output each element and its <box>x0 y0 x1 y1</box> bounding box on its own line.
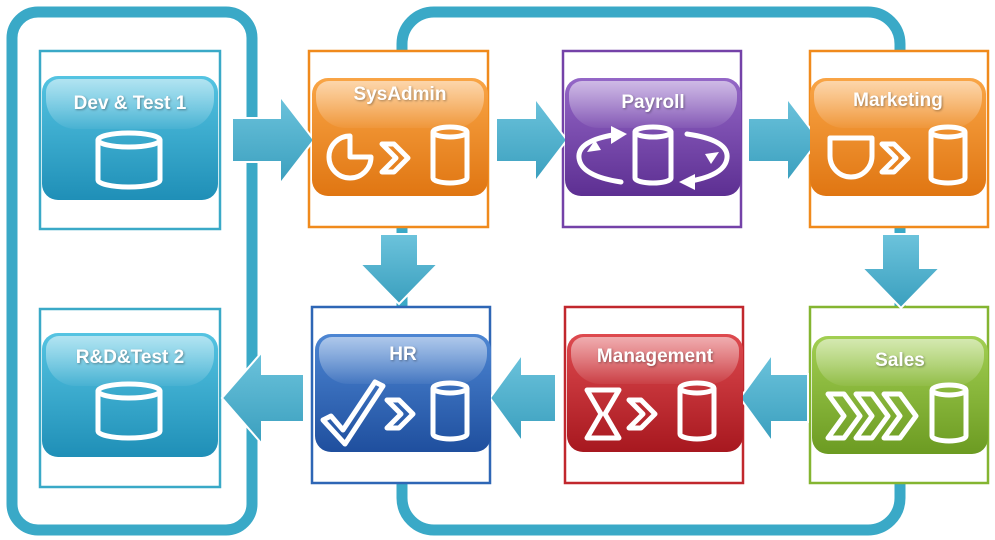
database-icon <box>430 380 470 442</box>
chevron-right-icon <box>879 141 911 175</box>
arrow-management-to-hr <box>488 350 557 446</box>
chevron-right-icon <box>384 397 416 431</box>
arrow-sysadmin-to-payroll <box>495 95 569 185</box>
left-environment-frame <box>6 6 258 536</box>
triple-chevron-icon <box>825 391 919 441</box>
arrow-dev-to-sysadmin <box>231 93 316 187</box>
sales-label: Sales <box>875 350 925 371</box>
payroll-tile[interactable]: Payroll <box>565 78 741 196</box>
database-icon <box>677 380 717 442</box>
pie-chart-icon <box>326 133 374 181</box>
management-icons <box>584 380 717 442</box>
sync-left-icon <box>576 126 627 185</box>
dev-test-1-tile[interactable]: Dev & Test 1 <box>42 76 218 200</box>
hourglass-icon <box>584 387 622 441</box>
sales-icons <box>825 382 969 444</box>
sync-right-icon <box>679 131 730 190</box>
management-label: Management <box>596 346 714 367</box>
sysadmin-tile[interactable]: SysAdmin <box>312 78 488 196</box>
database-icon <box>95 130 163 190</box>
management-tile[interactable]: Management <box>567 334 743 452</box>
marketing-icons <box>827 124 968 186</box>
database-icon <box>95 381 163 441</box>
marketing-tile[interactable]: Marketing <box>810 78 986 196</box>
hr-icons <box>320 379 470 447</box>
rd-test-2-label: R&D&Test 2 <box>75 347 185 368</box>
sysadmin-label: SysAdmin <box>353 84 447 105</box>
database-icon <box>430 124 470 186</box>
arrow-marketing-to-sales <box>859 233 943 310</box>
rd-test-2-tile[interactable]: R&D&Test 2 <box>42 333 218 457</box>
hr-tile[interactable]: HR <box>315 334 491 452</box>
hr-label: HR <box>389 344 417 365</box>
database-icon <box>632 124 674 186</box>
chevron-right-icon <box>626 397 658 431</box>
shield-shape-icon <box>827 135 875 180</box>
payroll-icons <box>576 124 730 190</box>
chevron-right-icon <box>379 141 411 175</box>
database-icon <box>929 382 969 444</box>
payroll-label: Payroll <box>621 92 685 113</box>
arrow-payroll-to-marketing <box>747 95 821 185</box>
arrow-sales-to-management <box>738 350 809 446</box>
sales-tile[interactable]: Sales <box>812 336 988 454</box>
arrow-hr-to-rd <box>220 349 305 447</box>
marketing-label: Marketing <box>853 90 943 111</box>
arrow-sysadmin-to-hr <box>357 233 441 306</box>
dev-test-1-label: Dev & Test 1 <box>73 93 187 114</box>
database-icon <box>928 124 968 186</box>
sysadmin-icons <box>326 124 470 186</box>
checkmark-icon <box>320 379 386 447</box>
